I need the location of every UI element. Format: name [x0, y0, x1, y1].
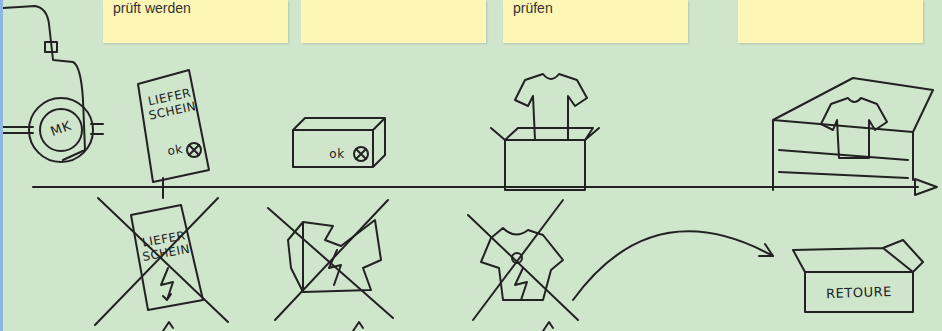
cross-mark — [354, 147, 368, 161]
t-shirt — [821, 98, 887, 158]
note-text: prüft werden — [113, 0, 191, 17]
shelf — [773, 78, 933, 190]
lightning — [163, 322, 553, 331]
return-arrow — [573, 231, 773, 300]
cross-out — [268, 200, 393, 320]
sketch-illustration — [3, 0, 942, 331]
sticky-note: prüfen — [503, 0, 688, 43]
box — [293, 118, 385, 167]
delivery-note — [131, 205, 203, 310]
truck-hub — [40, 109, 82, 151]
delivery-note — [138, 70, 209, 182]
lightning — [515, 268, 527, 300]
lightning — [161, 268, 173, 300]
return-arrow-head — [759, 244, 773, 256]
returns-box — [793, 240, 923, 312]
timeline-head — [915, 179, 937, 195]
cross-out — [95, 198, 228, 325]
sticky-note — [738, 0, 923, 43]
sketch-text: ok — [162, 141, 188, 159]
truck-body — [3, 6, 85, 160]
cross-mark — [187, 143, 201, 157]
open-box — [491, 128, 599, 190]
t-shirt — [515, 74, 587, 140]
cross-out — [468, 200, 578, 320]
truck-wheel — [29, 98, 93, 162]
sketch-text: LIEFER SCHEIN — [143, 85, 200, 123]
sticky-note — [301, 0, 486, 43]
truck-window — [45, 42, 57, 52]
sketch-text: RETOURE — [811, 284, 907, 301]
sketch-text: ok — [325, 147, 349, 161]
tick — [162, 178, 164, 198]
truck-logo: MK — [43, 117, 80, 142]
sticky-note: prüft werden — [103, 0, 288, 43]
timeline — [33, 186, 918, 188]
cross-mark — [356, 149, 366, 159]
cross-mark — [189, 145, 199, 155]
sketch-text: LIEFER SCHEIN — [137, 228, 193, 265]
note-text: prüfen — [513, 0, 553, 17]
